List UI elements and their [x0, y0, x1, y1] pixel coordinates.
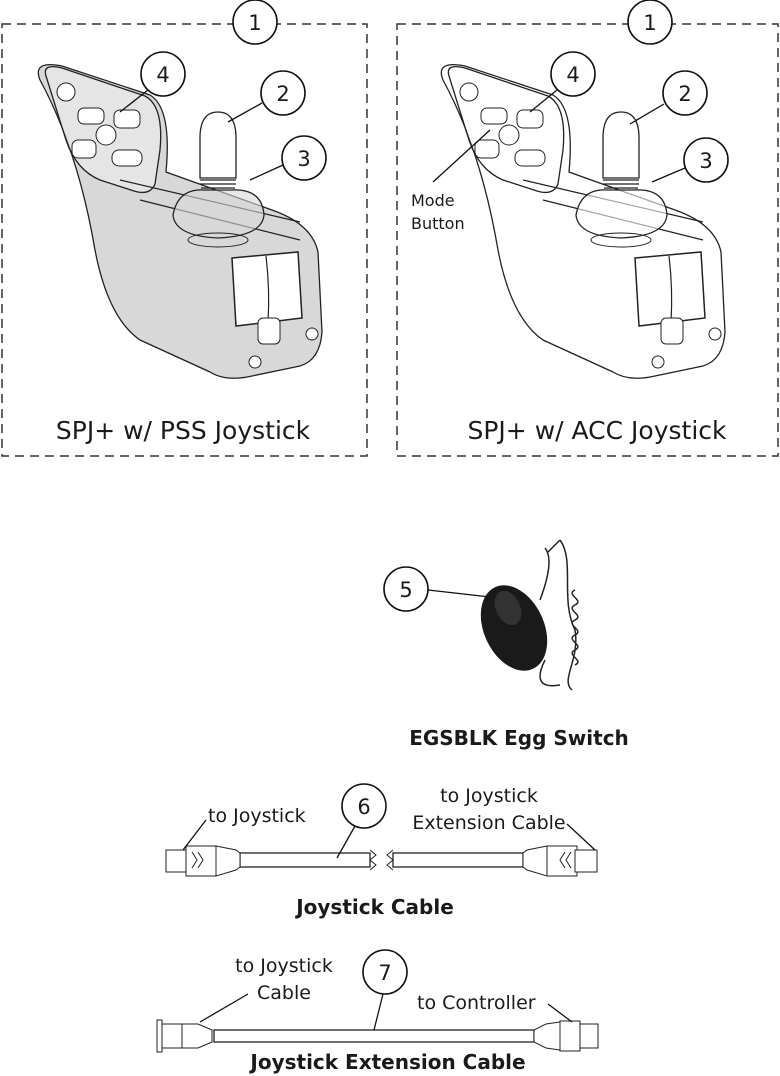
extension-cable-figure: 7 to Joystick Cable to Controller Joysti…	[156, 949, 599, 1074]
callout-2: 2	[662, 70, 708, 116]
callout-1: 1	[232, 0, 278, 45]
egg-switch-icon	[480, 585, 548, 671]
egg-switch-figure: 5 EGSBLK Egg Switch	[383, 539, 629, 750]
svg-text:5: 5	[399, 578, 412, 602]
egg-switch-title: EGSBLK Egg Switch	[409, 726, 629, 750]
extension-cable-title: Joystick Extension Cable	[248, 1050, 525, 1074]
callout-1: 1	[627, 0, 673, 45]
egg-switch-cord	[539, 539, 579, 691]
svg-text:4: 4	[156, 63, 169, 87]
to-extension-label: Extension Cable	[412, 812, 565, 834]
to-joystick-cable-label: to Joystick	[235, 955, 333, 977]
callout-5: 5	[383, 566, 429, 612]
callout-3: 3	[281, 135, 327, 181]
mode-button-label: Button	[411, 214, 465, 233]
callout-7: 7	[362, 949, 408, 995]
callout-3: 3	[683, 137, 729, 183]
to-joystick-cable-label: Cable	[257, 982, 311, 1004]
connector-left	[156, 1019, 213, 1053]
acc-frame	[396, 23, 779, 457]
to-extension-label: to Joystick	[440, 785, 538, 807]
to-controller-label: to Controller	[417, 992, 536, 1014]
connector-right	[533, 1020, 599, 1052]
joystick-cable-title: Joystick Cable	[294, 895, 454, 919]
svg-text:4: 4	[566, 63, 579, 87]
to-joystick-label: to Joystick	[208, 805, 306, 827]
svg-text:3: 3	[699, 149, 712, 173]
svg-text:1: 1	[643, 11, 656, 35]
pss-joystick-figure: 1 4 2 3 SPJ+ w/ PSS Joystick	[1, 0, 368, 457]
connector-right	[522, 845, 598, 877]
pss-title: SPJ+ w/ PSS Joystick	[56, 416, 311, 445]
svg-text:2: 2	[678, 82, 691, 106]
callout-2: 2	[260, 70, 306, 116]
svg-text:7: 7	[378, 961, 391, 985]
callout-6: 6	[341, 783, 387, 829]
mode-button-label: Mode	[411, 191, 455, 210]
svg-text:6: 6	[357, 795, 370, 819]
pss-frame	[1, 23, 368, 457]
joystick-cable-figure: 6 to Joystick to Joystick Extension Cabl…	[165, 783, 598, 919]
svg-text:3: 3	[297, 147, 310, 171]
callout-4: 4	[140, 51, 186, 97]
connector-left	[165, 845, 241, 877]
callout-4: 4	[550, 51, 596, 97]
svg-text:2: 2	[276, 82, 289, 106]
acc-title: SPJ+ w/ ACC Joystick	[467, 416, 727, 445]
svg-text:1: 1	[248, 11, 261, 35]
acc-joystick-figure: 1 4 2 3 Mode Button SPJ+ w/ ACC Joystick	[396, 0, 779, 457]
